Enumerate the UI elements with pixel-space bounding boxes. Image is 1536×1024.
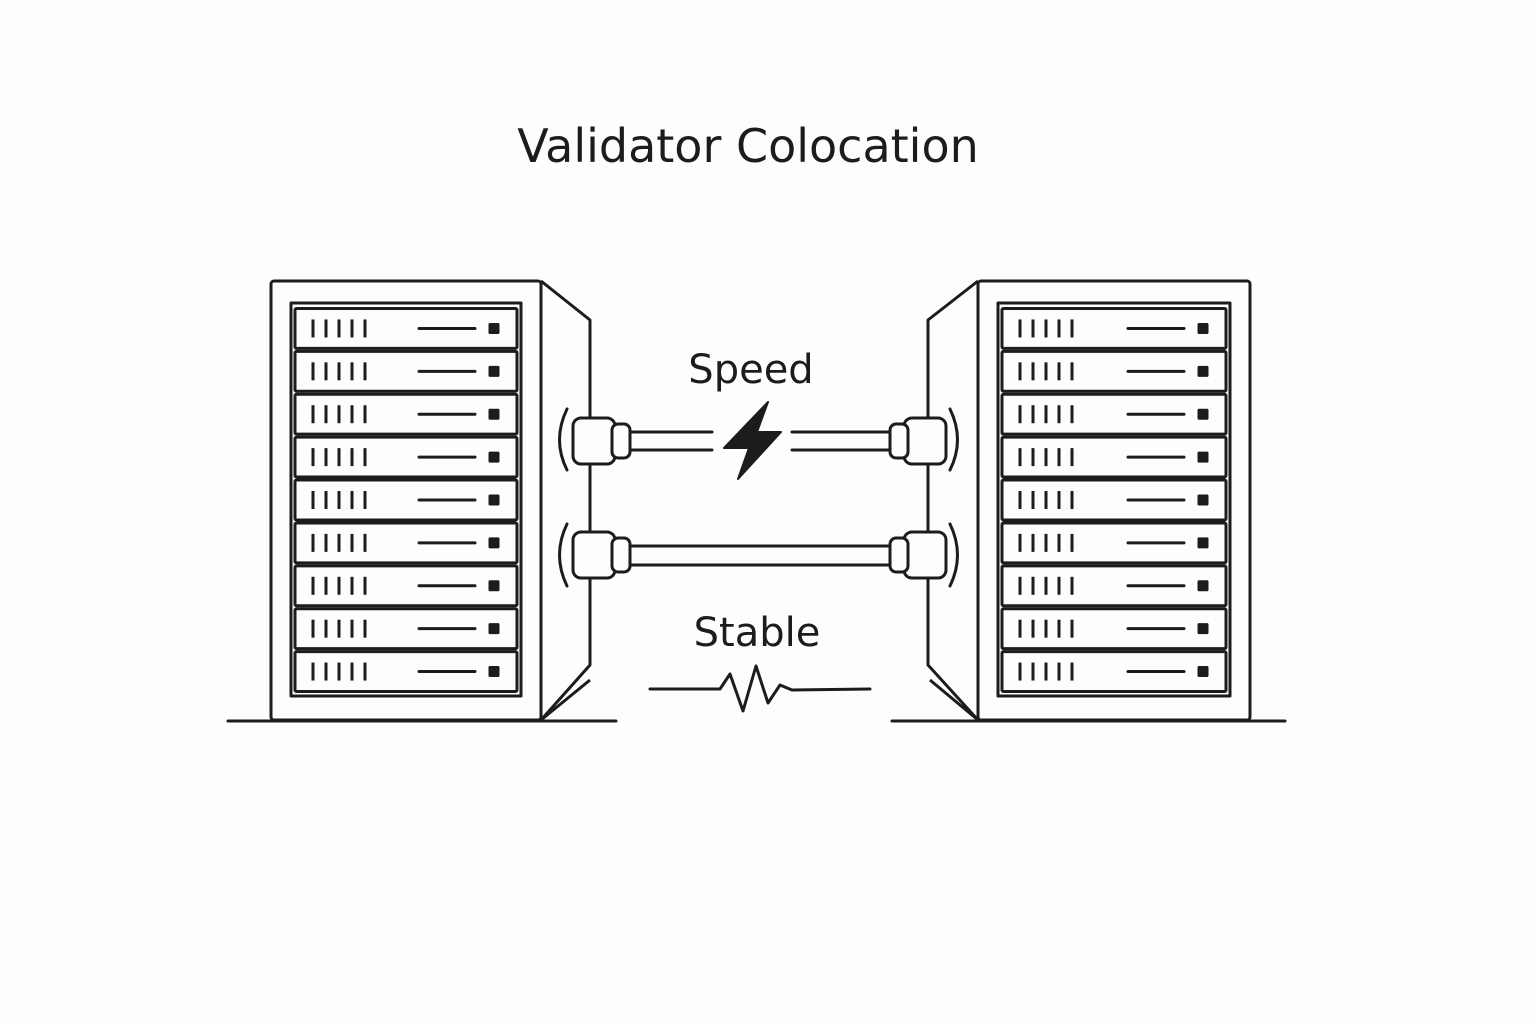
rack-unit bbox=[1000, 392, 1228, 436]
status-led bbox=[1197, 666, 1209, 678]
vent-slots bbox=[311, 662, 367, 681]
vent-slots bbox=[1018, 533, 1074, 552]
status-led bbox=[488, 365, 500, 377]
rack-unit bbox=[293, 349, 519, 393]
status-led bbox=[488, 494, 500, 506]
steady-pulse-icon bbox=[648, 664, 872, 713]
vent-slots bbox=[311, 319, 367, 338]
rack-unit bbox=[293, 478, 519, 522]
status-led bbox=[488, 623, 500, 635]
vent-slots bbox=[1018, 491, 1074, 509]
status-led bbox=[488, 322, 500, 334]
rack-unit bbox=[1000, 564, 1228, 608]
vent-slots bbox=[1018, 405, 1074, 424]
rack-unit bbox=[293, 607, 519, 651]
status-led bbox=[1197, 365, 1209, 377]
right-server-rack bbox=[926, 279, 1252, 722]
diagram-title: Validator Colocation bbox=[517, 119, 979, 173]
vent-slots bbox=[1018, 576, 1074, 595]
vent-slots bbox=[311, 362, 367, 381]
rack-unit bbox=[1000, 349, 1228, 393]
lightning-bolt-icon bbox=[723, 401, 782, 480]
vent-slots bbox=[311, 491, 367, 509]
left-rack-units bbox=[293, 307, 519, 693]
vent-slots bbox=[311, 533, 367, 552]
status-led bbox=[488, 580, 500, 592]
status-led bbox=[1197, 580, 1209, 592]
rack-unit bbox=[1000, 521, 1228, 565]
rack-unit bbox=[293, 392, 519, 436]
stable-label: Stable bbox=[694, 610, 821, 656]
vent-slots bbox=[311, 405, 367, 424]
status-led bbox=[1197, 451, 1209, 463]
rack-unit bbox=[293, 650, 519, 693]
rack-unit bbox=[293, 521, 519, 565]
vent-slots bbox=[1018, 662, 1074, 681]
stable-link bbox=[558, 522, 959, 588]
status-led bbox=[488, 666, 500, 678]
rack-unit bbox=[293, 564, 519, 608]
status-led bbox=[1197, 322, 1209, 334]
speed-link bbox=[558, 407, 959, 472]
status-led bbox=[488, 451, 500, 463]
vent-slots bbox=[1018, 448, 1074, 467]
port-guides bbox=[588, 388, 930, 642]
rack-unit bbox=[1000, 607, 1228, 651]
vent-slots bbox=[1018, 619, 1074, 638]
rack-unit bbox=[1000, 307, 1228, 350]
rack-unit bbox=[1000, 650, 1228, 693]
right-rack-units bbox=[1000, 307, 1228, 693]
vent-slots bbox=[311, 576, 367, 595]
status-led bbox=[1197, 494, 1209, 506]
rack-unit bbox=[1000, 478, 1228, 522]
rack-unit bbox=[293, 307, 519, 350]
left-server-rack bbox=[269, 279, 592, 722]
vent-slots bbox=[311, 448, 367, 467]
vent-slots bbox=[311, 619, 367, 638]
rack-unit bbox=[1000, 435, 1228, 479]
status-led bbox=[488, 408, 500, 420]
status-led bbox=[1197, 408, 1209, 420]
status-led bbox=[488, 537, 500, 549]
vent-slots bbox=[1018, 362, 1074, 381]
vent-slots bbox=[1018, 319, 1074, 338]
status-led bbox=[1197, 623, 1209, 635]
rack-unit bbox=[293, 435, 519, 479]
speed-label: Speed bbox=[688, 347, 813, 393]
status-led bbox=[1197, 537, 1209, 549]
